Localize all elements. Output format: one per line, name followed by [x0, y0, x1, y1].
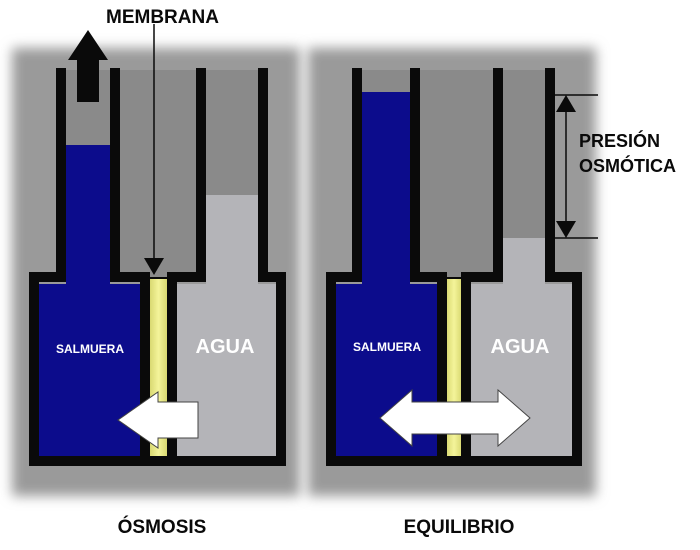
- brine-column-right: [362, 92, 410, 285]
- osmosis-apparatus: [12, 30, 300, 496]
- equilibrium-apparatus: [308, 48, 596, 496]
- membrane-pointer-arrowhead-icon: [144, 258, 164, 275]
- container-walls-right: [326, 68, 582, 466]
- membrane-pointer: [144, 24, 164, 275]
- caption-osmosis: ÓSMOSIS: [118, 516, 207, 538]
- water-column-right: [503, 238, 545, 285]
- container-walls-left: [29, 68, 286, 466]
- pressure-arrow-down-icon: [556, 221, 576, 238]
- osmotic-pressure-label-line1: PRESIÓN: [579, 130, 660, 151]
- membrane-label: MEMBRANA: [106, 7, 219, 28]
- water-column-left: [206, 195, 258, 285]
- osmotic-pressure-label-line2: OSMÓTICA: [579, 155, 676, 176]
- brine-label-left: SALMUERA: [56, 342, 124, 356]
- pressure-arrow-up-icon: [556, 95, 576, 112]
- brine-label-right: SALMUERA: [353, 340, 421, 354]
- brine-column-left: [66, 145, 110, 285]
- flow-arrow-left-icon: [117, 391, 199, 449]
- brine-chamber-left: [39, 284, 145, 456]
- water-label-left: AGUA: [196, 336, 255, 358]
- osmotic-pressure-indicator: [548, 94, 598, 239]
- water-label-right: AGUA: [491, 336, 550, 358]
- rise-arrow-icon: [68, 30, 108, 102]
- flow-arrow-double-icon: [379, 388, 531, 448]
- caption-equilibrium: EQUILIBRIO: [404, 517, 515, 538]
